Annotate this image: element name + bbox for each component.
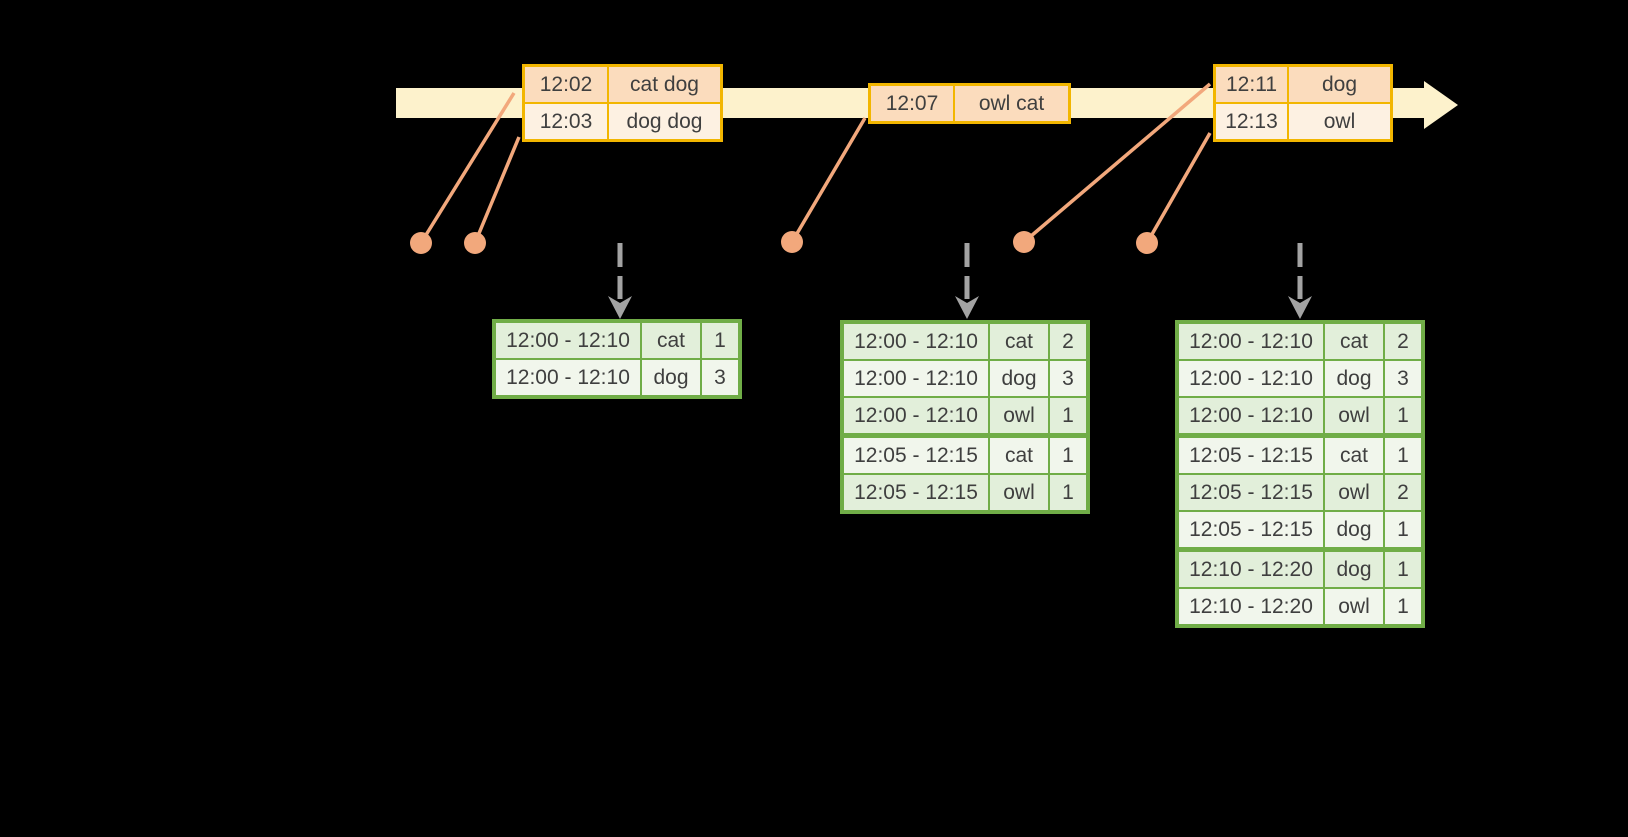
word-cell: owl xyxy=(1325,398,1383,433)
event-dot xyxy=(1136,232,1158,254)
word-cell: dog xyxy=(1325,512,1383,547)
word-cell: owl xyxy=(990,475,1048,510)
event-dots xyxy=(410,231,1158,254)
count-cell: 3 xyxy=(702,360,738,395)
event-dot xyxy=(781,231,803,253)
count-cell: 3 xyxy=(1385,361,1421,396)
window-cell: 12:00 - 12:10 xyxy=(1179,361,1323,396)
window-cell: 12:05 - 12:15 xyxy=(844,438,988,473)
timeline-arrowhead-icon xyxy=(1424,81,1458,129)
event-time-cell: 12:11 xyxy=(1216,67,1287,102)
down-arrowhead-icon xyxy=(955,296,979,319)
window-cell: 12:10 - 12:20 xyxy=(1179,552,1323,587)
event-time-cell: 12:13 xyxy=(1216,104,1287,139)
count-cell: 1 xyxy=(1050,475,1086,510)
event-words-cell: owl xyxy=(1289,104,1390,139)
event-dot xyxy=(464,232,486,254)
count-cell: 3 xyxy=(1050,361,1086,396)
connector-line xyxy=(790,117,867,243)
connector-line xyxy=(473,136,521,244)
count-cell: 2 xyxy=(1385,475,1421,510)
window-cell: 12:00 - 12:10 xyxy=(496,360,640,395)
window-cell: 12:00 - 12:10 xyxy=(844,324,988,359)
count-cell: 1 xyxy=(1385,398,1421,433)
event-time-cell: 12:03 xyxy=(525,104,607,139)
count-cell: 2 xyxy=(1385,324,1421,359)
word-cell: cat xyxy=(990,324,1048,359)
word-cell: dog xyxy=(1325,552,1383,587)
count-cell: 1 xyxy=(1385,589,1421,624)
event-dot xyxy=(410,232,432,254)
window-cell: 12:10 - 12:20 xyxy=(1179,589,1323,624)
event-time-cell: 12:02 xyxy=(525,67,607,102)
word-cell: dog xyxy=(990,361,1048,396)
word-cell: owl xyxy=(990,398,1048,433)
count-cell: 1 xyxy=(1050,398,1086,433)
event-words-cell: owl cat xyxy=(955,86,1068,121)
window-cell: 12:00 - 12:10 xyxy=(1179,398,1323,433)
window-cell: 12:05 - 12:15 xyxy=(1179,438,1323,473)
window-cell: 12:00 - 12:10 xyxy=(844,398,988,433)
event-time-cell: 12:07 xyxy=(871,86,953,121)
count-cell: 1 xyxy=(1385,512,1421,547)
event-words-cell: dog xyxy=(1289,67,1390,102)
event-dot xyxy=(1013,231,1035,253)
trigger-arrows xyxy=(608,243,1312,319)
window-cell: 12:00 - 12:10 xyxy=(1179,324,1323,359)
word-cell: cat xyxy=(990,438,1048,473)
count-cell: 1 xyxy=(1050,438,1086,473)
word-cell: dog xyxy=(642,360,700,395)
word-cell: cat xyxy=(642,323,700,358)
event-words-cell: dog dog xyxy=(609,104,720,139)
window-cell: 12:05 - 12:15 xyxy=(1179,475,1323,510)
window-cell: 12:00 - 12:10 xyxy=(844,361,988,396)
down-arrowhead-icon xyxy=(1288,296,1312,319)
count-cell: 1 xyxy=(1385,552,1421,587)
count-cell: 1 xyxy=(1385,438,1421,473)
word-cell: owl xyxy=(1325,475,1383,510)
down-arrowhead-icon xyxy=(608,296,632,319)
connector-line xyxy=(1145,132,1212,244)
word-cell: cat xyxy=(1325,438,1383,473)
word-cell: owl xyxy=(1325,589,1383,624)
event-words-cell: cat dog xyxy=(609,67,720,102)
window-cell: 12:05 - 12:15 xyxy=(844,475,988,510)
window-cell: 12:00 - 12:10 xyxy=(496,323,640,358)
word-cell: cat xyxy=(1325,324,1383,359)
word-cell: dog xyxy=(1325,361,1383,396)
window-cell: 12:05 - 12:15 xyxy=(1179,512,1323,547)
count-cell: 2 xyxy=(1050,324,1086,359)
count-cell: 1 xyxy=(702,323,738,358)
